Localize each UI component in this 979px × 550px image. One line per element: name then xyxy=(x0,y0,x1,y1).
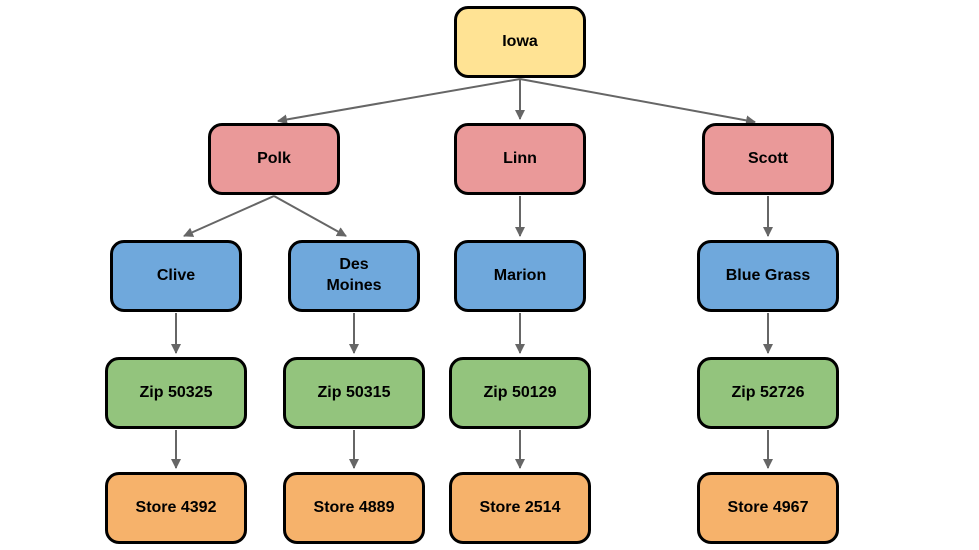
node-linn: Linn xyxy=(454,123,586,195)
node-store-2514: Store 2514 xyxy=(449,472,591,544)
node-store-2514-label: Store 2514 xyxy=(479,498,561,516)
node-store-4967: Store 4967 xyxy=(697,472,839,544)
edge-iowa-scott xyxy=(519,78,756,126)
node-store-4967-label: Store 4967 xyxy=(727,498,809,516)
edge-iowa-polk xyxy=(277,78,521,125)
node-zip-50315-label: Zip 50315 xyxy=(317,383,391,401)
node-linn-label: Linn xyxy=(503,149,537,167)
node-zip-50129: Zip 50129 xyxy=(449,357,591,429)
node-marion: Marion xyxy=(454,240,586,312)
node-store-4392: Store 4392 xyxy=(105,472,247,544)
node-clive-label: Clive xyxy=(156,266,196,284)
node-zip-50129-label: Zip 50129 xyxy=(483,383,557,401)
node-marion-label: Marion xyxy=(493,266,547,284)
edge-polk-clive xyxy=(183,195,275,237)
node-store-4889-label: Store 4889 xyxy=(313,498,395,516)
node-des-moines: Des Moines xyxy=(288,240,420,312)
node-scott: Scott xyxy=(702,123,834,195)
node-zip-50325-label: Zip 50325 xyxy=(139,383,213,401)
node-zip-50315: Zip 50315 xyxy=(283,357,425,429)
node-polk-label: Polk xyxy=(257,149,291,167)
node-zip-52726-label: Zip 52726 xyxy=(731,383,805,401)
node-scott-label: Scott xyxy=(748,149,788,167)
node-polk: Polk xyxy=(208,123,340,195)
node-store-4889: Store 4889 xyxy=(283,472,425,544)
node-des-moines-label: Des Moines xyxy=(326,256,382,294)
node-zip-52726: Zip 52726 xyxy=(697,357,839,429)
edge-polk-desmoines xyxy=(273,195,347,237)
node-store-4392-label: Store 4392 xyxy=(135,498,217,516)
node-zip-50325: Zip 50325 xyxy=(105,357,247,429)
node-iowa: Iowa xyxy=(454,6,586,78)
node-iowa-label: Iowa xyxy=(502,32,538,50)
node-blue-grass: Blue Grass xyxy=(697,240,839,312)
node-clive: Clive xyxy=(110,240,242,312)
node-blue-grass-label: Blue Grass xyxy=(725,266,811,284)
